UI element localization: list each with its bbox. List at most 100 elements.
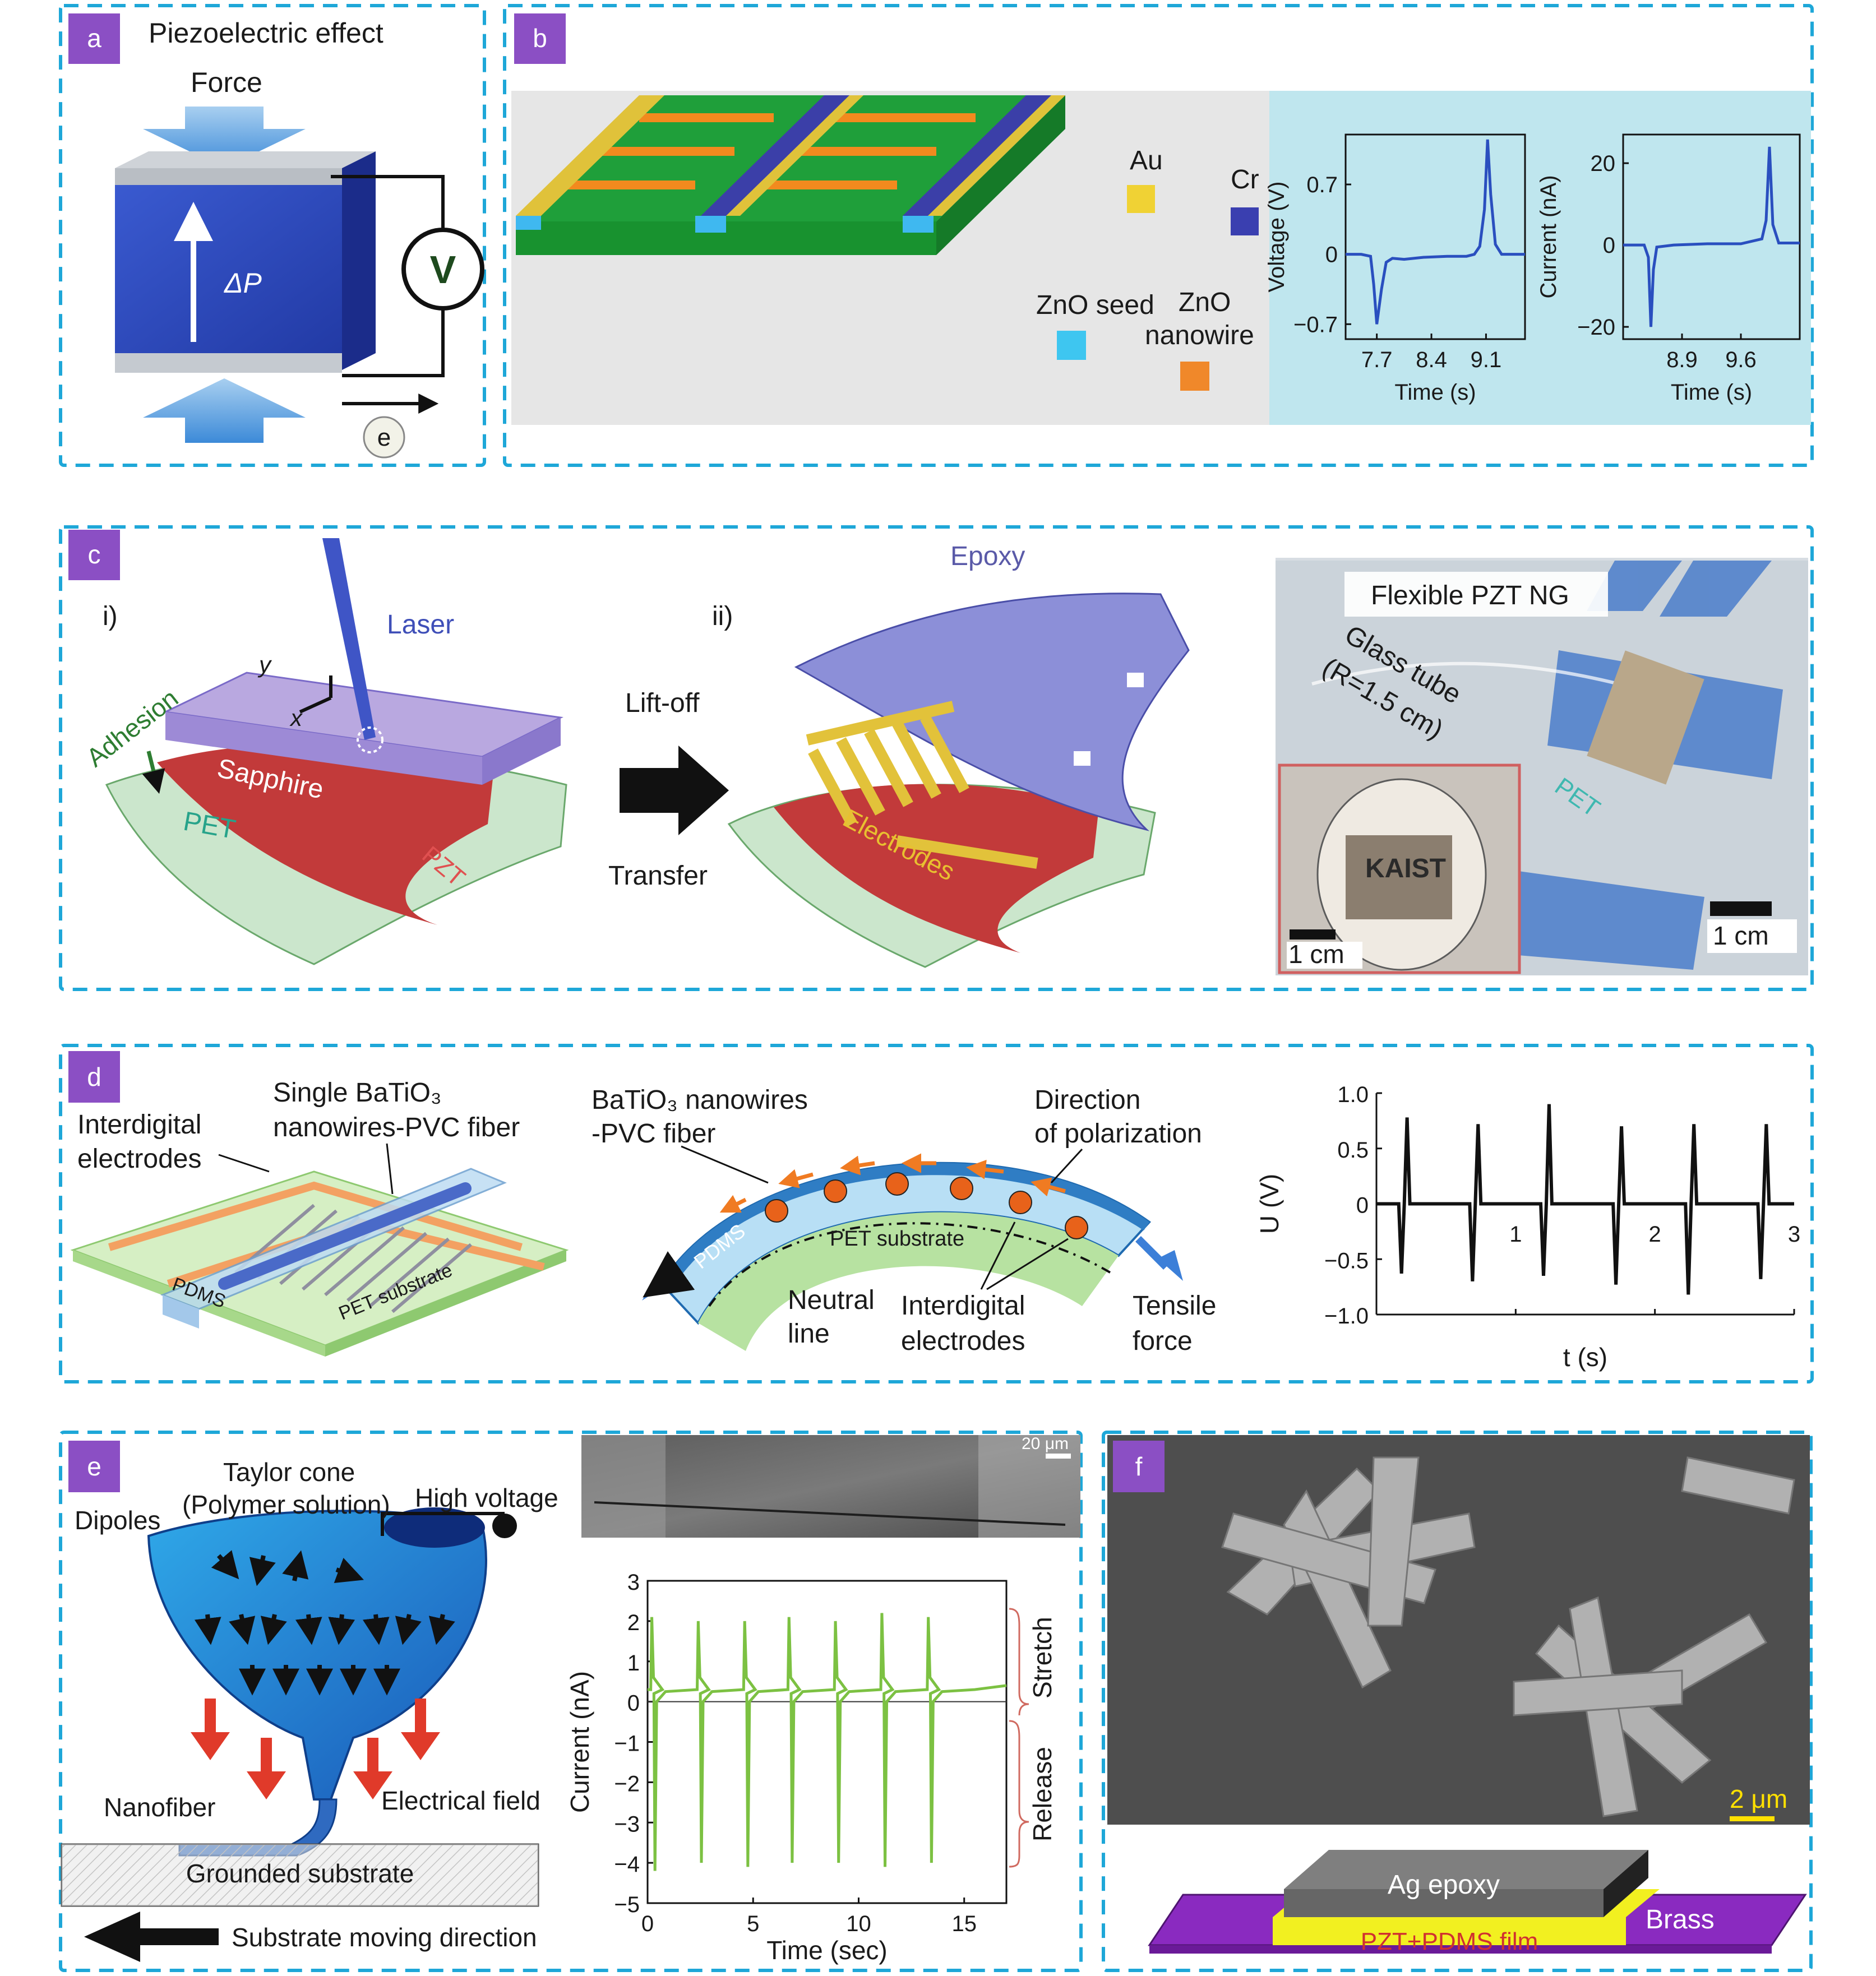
dipoles-label: Dipoles	[75, 1506, 160, 1535]
chart-d-voltage-xtick-label: 2	[1649, 1222, 1661, 1247]
chart-d-voltage-xtick-label: 3	[1788, 1222, 1800, 1247]
chart-e-current-ytick-label: 0	[627, 1691, 640, 1716]
chart-b-current-ytick-label: −20	[1577, 315, 1615, 340]
chart-e-current-ytick-label: −2	[614, 1771, 640, 1796]
electron-icon	[363, 416, 405, 459]
voltmeter-label: V	[430, 248, 456, 291]
moving-direction-arrow	[84, 1912, 219, 1962]
chart-d-voltage-ytick-label: 1.0	[1337, 1082, 1369, 1107]
nanofiber-current-trace	[648, 1613, 1007, 1871]
legend-zno-nw-1: ZnO	[1179, 288, 1231, 317]
label-single-1: Single BaTiO₃	[273, 1078, 442, 1108]
force-label: Force	[191, 67, 262, 98]
label-neutral-1: Neutral	[788, 1285, 875, 1315]
voltmeter-icon	[401, 228, 484, 311]
force-arrow-bottom	[143, 378, 306, 443]
transfer-arrow	[620, 746, 729, 835]
fiber-voltage-trace	[1376, 1104, 1794, 1295]
axis-y-label: y	[257, 651, 272, 678]
label-tensile-2: force	[1133, 1326, 1193, 1356]
film-label: PZT+PDMS film	[1361, 1928, 1538, 1955]
panel-e: e	[59, 1431, 1083, 1972]
chart-b-voltage-ylabel: Voltage (V)	[1264, 182, 1289, 293]
dipole-arrows	[194, 1550, 455, 1696]
panel-a-badge: a	[87, 24, 101, 53]
panel-f: f 2 μm Ag epoxy Brass PZT+PDMS film	[1102, 1431, 1813, 1972]
chart-d-voltage-ytick-label: −1.0	[1324, 1304, 1369, 1329]
plot-background	[1269, 91, 1811, 425]
chart-d-voltage-xtick-label: 1	[1509, 1222, 1522, 1247]
panel-c: c i) ii) Laser y x Adhesion Sapphire PET…	[59, 525, 1814, 991]
chart-e-current-xtick-label: 10	[846, 1912, 871, 1936]
inset-kaist-text: KAIST	[1365, 854, 1446, 883]
chart-e-current-xlabel: Time (sec)	[766, 1936, 888, 1965]
transferred-device-illustration	[727, 593, 1190, 968]
chart-d-voltage-ytick-label: −0.5	[1324, 1248, 1369, 1273]
sem-scale-label: 20 μm	[1022, 1434, 1069, 1453]
bending-diagram	[642, 1153, 1183, 1351]
zno-nanowire-swatch	[1180, 362, 1209, 391]
axis-x-label: x	[289, 705, 303, 731]
panel-b-badge: b	[533, 24, 547, 53]
epoxy-label: Epoxy	[950, 542, 1025, 571]
chart-e-current-ytick-label: 2	[627, 1611, 640, 1635]
layered-device	[1148, 1850, 1807, 1954]
sem-scale-f-label: 2 μm	[1730, 1784, 1787, 1813]
fiber-device-3d	[70, 1168, 569, 1357]
chart-b-current-xlabel: Time (s)	[1671, 380, 1752, 405]
label-interdigital-bend-2: electrodes	[901, 1326, 1025, 1356]
chart-d-voltage-ytick-label: 0	[1356, 1193, 1369, 1218]
chart-b-current-xtick-label: 9.6	[1725, 348, 1757, 372]
label-single-2: nanowires-PVC fiber	[273, 1113, 520, 1142]
chart-d-voltage-ylabel: U (V)	[1255, 1174, 1284, 1234]
label-interdigital-2: electrodes	[77, 1144, 201, 1174]
legend-zno-seed: ZnO seed	[1036, 290, 1154, 320]
voltage-trace	[1346, 139, 1525, 325]
chart-b-voltage-xtick-label: 9.1	[1471, 348, 1502, 372]
laser-beam	[322, 538, 376, 740]
brass-label: Brass	[1646, 1905, 1715, 1935]
au-swatch	[1127, 185, 1155, 213]
current-trace	[1623, 146, 1800, 327]
chart-e-current-xtick-label: 5	[747, 1912, 759, 1936]
taylor-cone-label-1: Taylor cone	[223, 1457, 355, 1487]
panel-e-badge: e	[87, 1452, 101, 1481]
chart-e-current-ytick-label: −5	[614, 1892, 640, 1917]
label-pet-substrate-bend: PET substrate	[830, 1227, 964, 1251]
panel-a: a Piezoelectric effect Force ΔP V e	[59, 4, 486, 467]
pzt-layer	[157, 744, 493, 925]
panel-f-badge: f	[1135, 1452, 1143, 1481]
nanofiber-label: Nanofiber	[104, 1793, 215, 1822]
force-arrow-top	[143, 107, 306, 168]
label-bt-fiber-1: BaTiO₃ nanowires	[592, 1085, 808, 1115]
laser-liftoff-illustration	[105, 538, 567, 965]
scale-bar-inset: 1 cm	[1288, 940, 1344, 969]
chart-b-current-xtick-label: 8.9	[1666, 348, 1698, 372]
chart-b-current-ylabel: Current (nA)	[1536, 175, 1561, 298]
label-bt-fiber-2: -PVC fiber	[592, 1119, 715, 1149]
chart-b-voltage-frame	[1344, 133, 1526, 340]
high-voltage-terminal	[492, 1514, 517, 1538]
step-ii-label: ii)	[712, 601, 733, 631]
panel-b: b Au	[503, 4, 1814, 467]
sapphire-front	[165, 712, 482, 785]
flexible-device	[1587, 650, 1704, 785]
scale-bar-main: 1 cm	[1713, 921, 1769, 950]
label-interdigital-1: Interdigital	[77, 1110, 201, 1140]
chart-b-current-frame	[1622, 133, 1801, 340]
legend-au: Au	[1130, 146, 1163, 175]
chart-e-current-xtick-label: 15	[951, 1912, 977, 1936]
label-direction-1: Direction	[1034, 1085, 1140, 1115]
zno-seed-swatch	[1057, 331, 1086, 360]
high-voltage-label: High voltage	[415, 1483, 558, 1512]
ag-epoxy-label: Ag epoxy	[1388, 1870, 1500, 1900]
chart-e-current-ytick-label: −4	[614, 1852, 640, 1877]
field-arrows	[191, 1699, 440, 1799]
label-tensile-1: Tensile	[1133, 1291, 1216, 1321]
label-neutral-2: line	[788, 1319, 830, 1349]
sem-image-fiber	[581, 1435, 1080, 1538]
